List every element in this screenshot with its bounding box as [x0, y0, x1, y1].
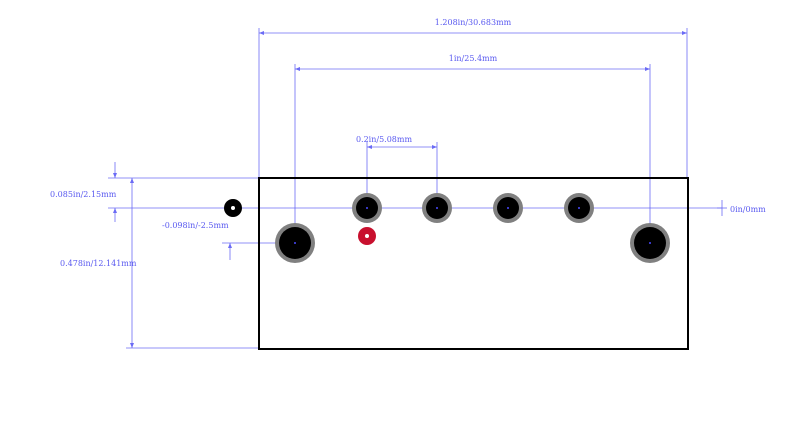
signal-pad	[564, 193, 594, 223]
mount-spacing-dimension: 1in/25.4mm	[294, 54, 651, 243]
signal-pad	[352, 193, 382, 223]
body-height-label: 0.478in/12.141mm	[60, 259, 137, 268]
mounting-pad-left	[275, 223, 315, 263]
pin-pitch-label: 0.2in/5.08mm	[356, 135, 413, 144]
component-outline	[258, 177, 689, 350]
pin1-marker	[358, 227, 376, 245]
overall-width-dimension: 1.208in/30.683mm	[258, 18, 688, 178]
mounting-pad-right	[630, 223, 670, 263]
origin-offset-dimension: -0.098in/-2.5mm	[162, 221, 295, 260]
overall-width-label: 1.208in/30.683mm	[435, 18, 512, 27]
top-offset-label: 0.085in/2.15mm	[50, 190, 117, 199]
right-zero-dimension: 0in/0mm	[717, 200, 766, 216]
right-zero-label: 0in/0mm	[730, 205, 766, 214]
top-offset-dimension: 0.085in/2.15mm	[50, 162, 722, 222]
signal-pad	[493, 193, 523, 223]
signal-pad	[422, 193, 452, 223]
origin-offset-label: -0.098in/-2.5mm	[162, 221, 229, 230]
origin-marker	[224, 199, 242, 217]
mount-spacing-label: 1in/25.4mm	[449, 54, 498, 63]
body-height-dimension: 0.478in/12.141mm	[60, 178, 259, 349]
